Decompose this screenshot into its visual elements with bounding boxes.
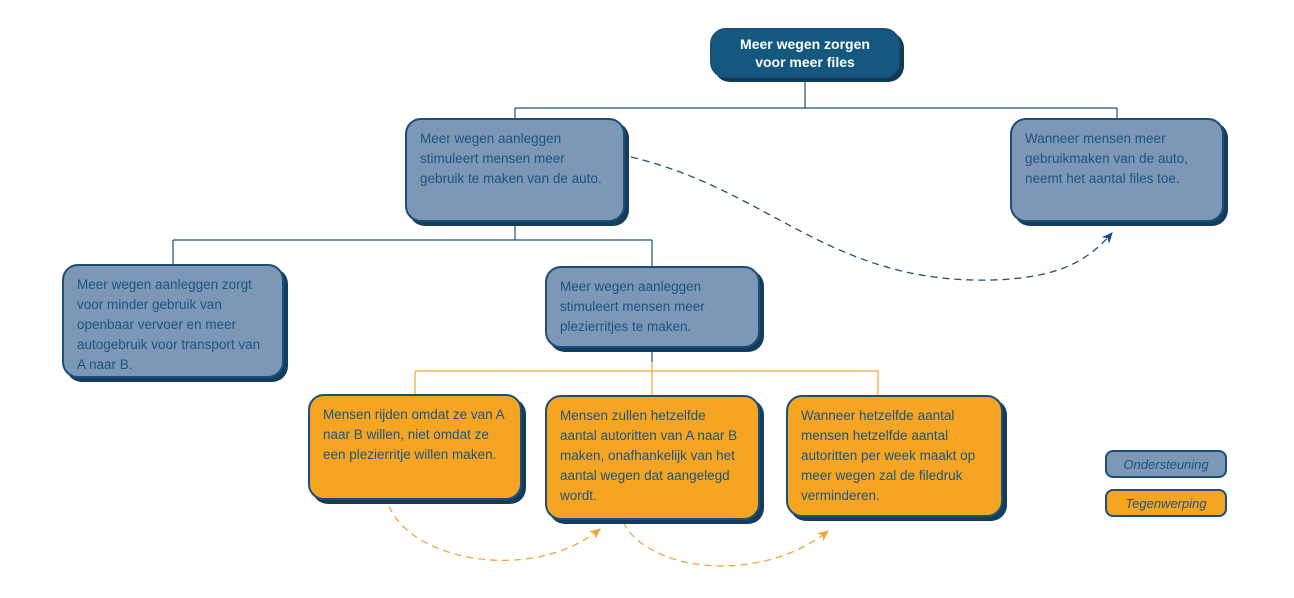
legend-objection: Tegenwerping bbox=[1105, 489, 1227, 517]
node-objection-same-trips: Mensen zullen hetzelfde aantal autoritte… bbox=[545, 395, 760, 520]
node-support-car-use: Meer wegen aanleggen stimuleert mensen m… bbox=[405, 118, 625, 222]
node-objection-a-to-b: Mensen rijden omdat ze van A naar B will… bbox=[308, 394, 522, 500]
legend-support: Ondersteuning bbox=[1105, 450, 1227, 478]
node-support-pleasure-trips: Meer wegen aanleggen stimuleert mensen m… bbox=[545, 266, 760, 348]
node-support-public-transport: Meer wegen aanleggen zorgt voor minder g… bbox=[62, 264, 284, 378]
node-objection-less-pressure: Wanneer hetzelfde aantal mensen hetzelfd… bbox=[786, 395, 1003, 517]
node-thesis-text: Meer wegen zorgen voor meer files bbox=[740, 36, 870, 70]
dashed-arrow-n5-n6 bbox=[388, 505, 601, 561]
node-support-more-jams: Wanneer mensen meer gebruikmaken van de … bbox=[1010, 118, 1224, 222]
dashed-arrow-n1-n2 bbox=[630, 156, 1113, 281]
dashed-arrow-n6-n7 bbox=[622, 521, 829, 567]
tree-connectors-orange bbox=[414, 362, 879, 395]
tree-connectors-navy bbox=[172, 78, 1118, 362]
node-thesis: Meer wegen zorgen voor meer files bbox=[710, 28, 900, 78]
